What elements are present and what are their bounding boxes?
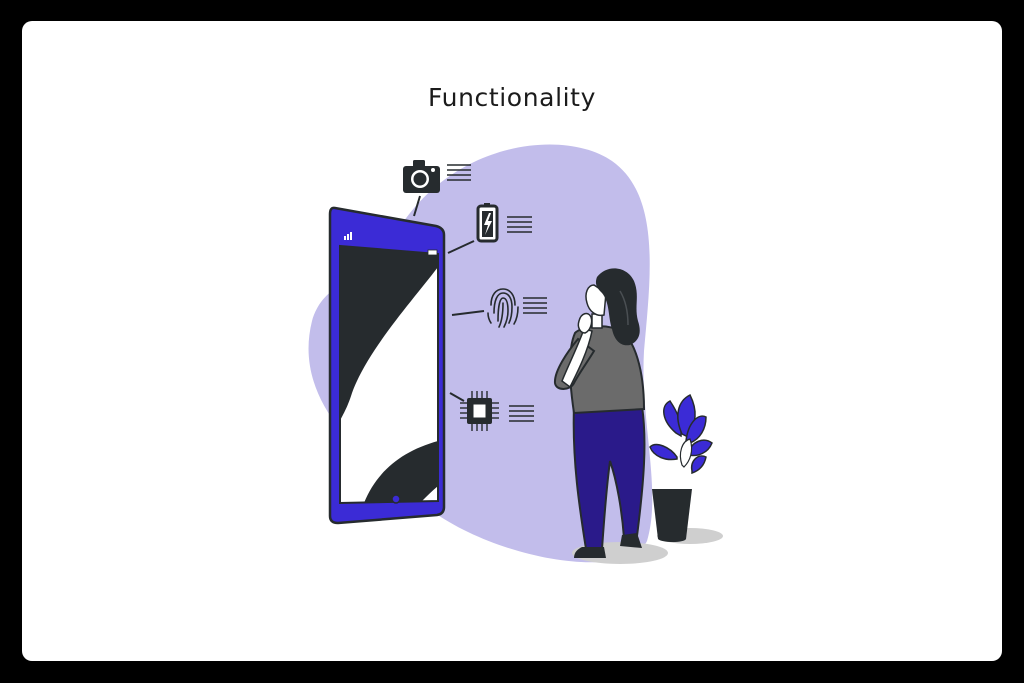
battery-text-lines [507, 216, 532, 233]
tablet-device [328, 206, 446, 525]
camera-feature [403, 160, 471, 193]
fingerprint-icon [487, 288, 519, 328]
battery-feature [476, 203, 532, 243]
processor-chip-icon [460, 391, 499, 431]
battery-icon [476, 203, 499, 243]
camera-icon [403, 160, 440, 193]
tablet-battery-icon [427, 249, 438, 256]
connector-lines [413, 195, 485, 402]
home-button [391, 494, 401, 504]
camera-text-lines [447, 164, 471, 181]
fingerprint-text-lines [523, 297, 547, 314]
processor-text-lines [509, 405, 534, 422]
page-title: Functionality [428, 83, 596, 112]
processor-feature [460, 391, 534, 431]
potted-plant [649, 393, 713, 542]
functionality-illustration [308, 144, 723, 564]
woman-figure [553, 268, 646, 558]
fingerprint-feature [487, 288, 547, 328]
signal-icon [344, 232, 352, 240]
content-card: Functionality [22, 21, 1002, 661]
